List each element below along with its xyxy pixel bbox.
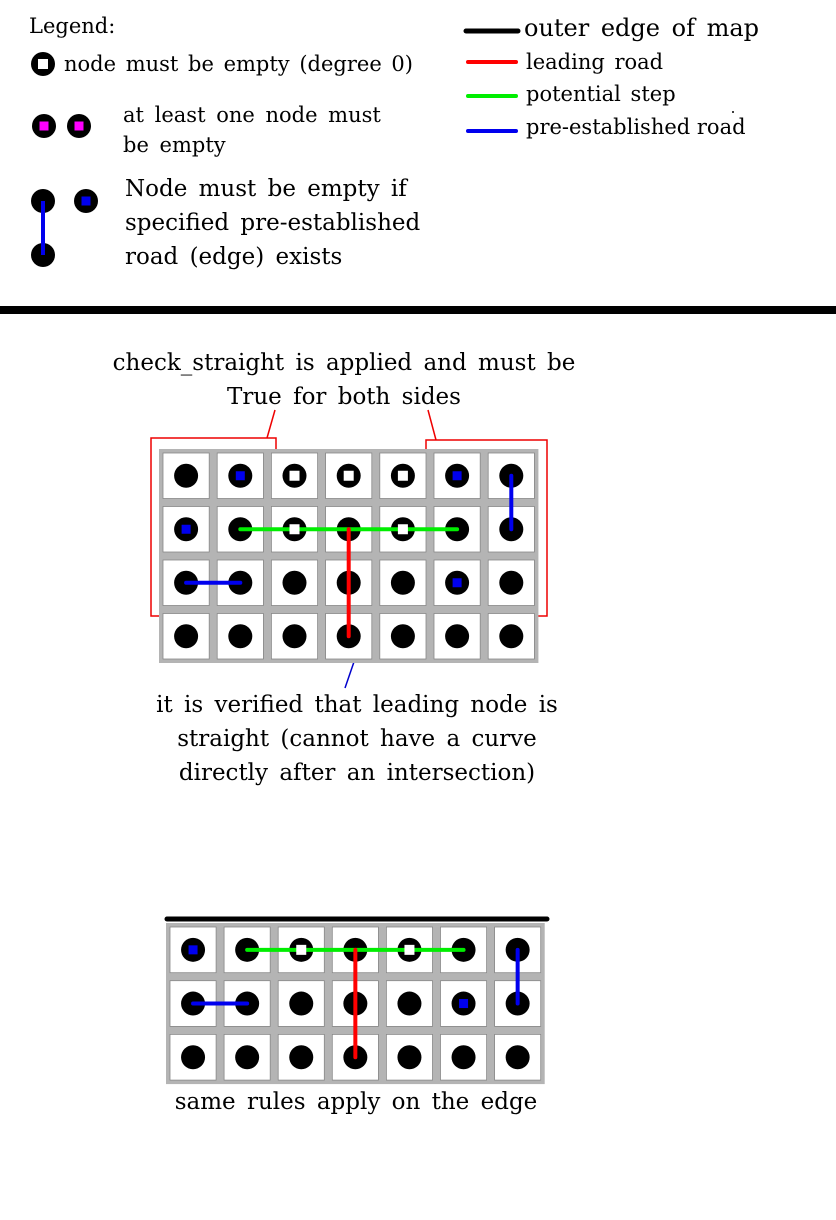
- legend-empty-node-label: node must be empty (degree 0): [64, 52, 413, 76]
- diagram1-node: [499, 570, 524, 595]
- caption-same-rules: same rules apply on the edge: [174, 1089, 538, 1115]
- diagram1-conditional-marker: [452, 578, 462, 588]
- diagram1-node: [445, 624, 470, 649]
- diagram2-node: [181, 1045, 206, 1070]
- diagram1-empty-marker: [289, 524, 300, 535]
- diagram1-empty-marker: [397, 470, 408, 481]
- diagram2-empty-marker: [404, 944, 415, 955]
- key-outer-edge-label: outer edge of map: [524, 14, 760, 42]
- diagram2-conditional-marker: [188, 945, 198, 955]
- diagram1-node: [282, 570, 307, 595]
- diagram1-node: [174, 463, 199, 488]
- caption-check-straight: check_straight is applied and must be Tr…: [112, 350, 576, 410]
- diagram2-cell: [223, 1034, 271, 1081]
- diagram1-node: [174, 624, 199, 649]
- diagram1-empty-marker: [289, 470, 300, 481]
- legend-at-least-one-icon: [32, 114, 91, 138]
- diagram2-node: [289, 991, 314, 1016]
- diagram1-empty-marker: [343, 470, 354, 481]
- legend-empty-node-icon: [31, 52, 55, 76]
- diagram1-node: [282, 624, 307, 649]
- legend-title: Legend:: [29, 14, 116, 38]
- diagram1-node: [499, 624, 524, 649]
- key-potential-step-label: potential step: [526, 82, 676, 106]
- diagram2-node: [451, 1045, 476, 1070]
- callout-left: [266, 409, 276, 439]
- diagram2-node: [397, 991, 422, 1016]
- diagram2-node: [397, 1045, 422, 1070]
- diagram1-conditional-marker: [181, 524, 191, 534]
- diagram1-conditional-marker: [235, 471, 245, 481]
- section-divider: [0, 306, 836, 314]
- diagram2-node: [235, 1045, 260, 1070]
- diagram1-node: [390, 570, 415, 595]
- diagram1-node: [228, 624, 253, 649]
- key-leading-road-label: leading road: [526, 50, 664, 74]
- diagram2-conditional-marker: [459, 999, 469, 1009]
- key-pre-established-label: pre-established road: [526, 115, 746, 139]
- callout-right: [427, 409, 437, 441]
- diagram1-node: [390, 624, 415, 649]
- diagram2-empty-marker: [296, 944, 307, 955]
- legend-at-least-one-label: at least one node must be empty: [123, 103, 381, 157]
- caption-verified-straight: it is verified that leading node is stra…: [156, 692, 558, 786]
- diagram2-node: [505, 1045, 530, 1070]
- legend-empty-if-edge-icon: [31, 189, 98, 267]
- legend-empty-if-edge-label: Node must be empty if specified pre-esta…: [125, 176, 421, 270]
- diagram1-conditional-marker: [452, 471, 462, 481]
- diagram1-empty-marker: [397, 524, 408, 535]
- diagram2-node: [289, 1045, 314, 1070]
